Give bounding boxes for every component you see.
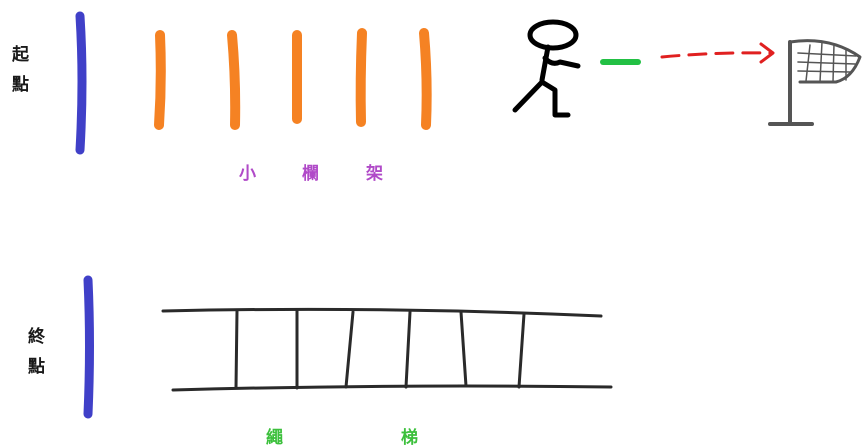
- rope-ladder: [161, 307, 613, 392]
- hurdle: [355, 28, 367, 127]
- ladder-label-char-2: 梯: [401, 428, 418, 448]
- end-label-char-1: 終: [28, 327, 45, 347]
- end-label-char-2: 點: [28, 357, 45, 377]
- hurdle: [227, 30, 241, 130]
- hurdle: [154, 30, 166, 130]
- hurdle: [419, 28, 432, 130]
- ladder-rung: [234, 309, 239, 390]
- ladder-rung: [459, 310, 468, 388]
- start-line: [75, 11, 87, 155]
- ladder-label-char-1: 繩: [266, 428, 283, 448]
- net-on-stand-icon: [768, 39, 862, 126]
- start-label-char-2: 點: [12, 75, 29, 95]
- end-line: [83, 275, 94, 419]
- ladder-rung: [404, 310, 412, 389]
- start-label-char-1: 起: [12, 45, 29, 65]
- hurdle-label-char-3: 架: [366, 164, 383, 184]
- ladder-rail: [161, 307, 603, 318]
- ladder-rung: [517, 312, 526, 389]
- stick-figure-runner-icon: [512, 19, 581, 118]
- hurdle-label-char-1: 小: [239, 164, 256, 184]
- arrow-icon: [660, 42, 775, 64]
- hurdle-label-char-2: 欄: [302, 164, 319, 184]
- ladder-rail: [171, 384, 613, 392]
- ladder-rung: [344, 310, 355, 389]
- hurdles: [154, 28, 432, 130]
